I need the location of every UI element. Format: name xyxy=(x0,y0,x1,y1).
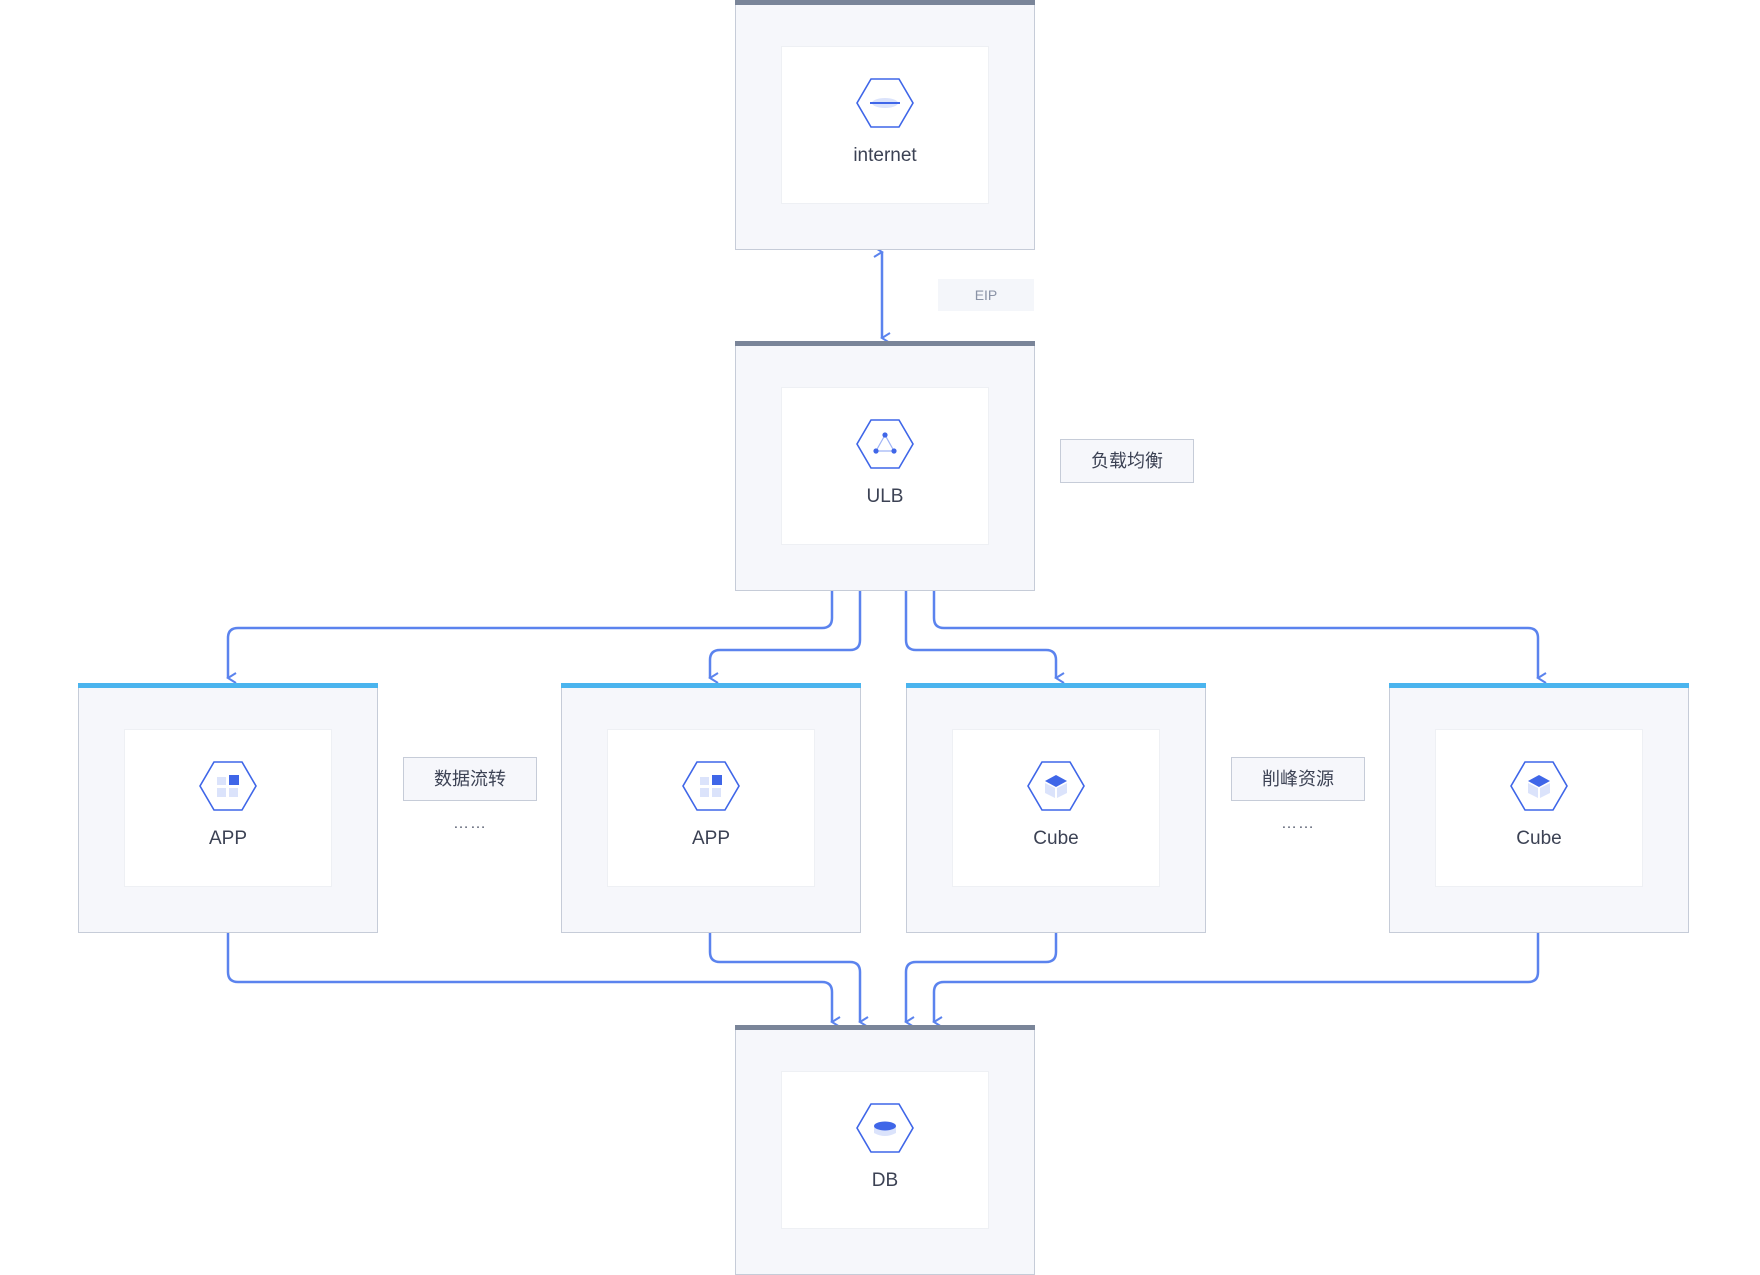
app-grid-icon xyxy=(199,761,257,811)
node-label: Cube xyxy=(1516,828,1562,849)
app-node-2: APP xyxy=(561,683,861,933)
connector-ulb-cube2 xyxy=(932,590,1547,684)
node-topbar xyxy=(561,683,861,688)
node-topbar xyxy=(735,0,1035,5)
connector-cube1-db xyxy=(904,932,1058,1028)
ulb-node: ULB xyxy=(735,341,1035,591)
globe-icon xyxy=(856,78,914,128)
app-grid-icon xyxy=(682,761,740,811)
data-flow-tag: 数据流转 xyxy=(403,757,537,801)
cube-icon xyxy=(1510,761,1568,811)
node-card: DB xyxy=(781,1071,989,1229)
load-balance-tag: 负载均衡 xyxy=(1060,439,1194,483)
node-label: APP xyxy=(208,828,248,849)
node-card: APP xyxy=(607,729,815,887)
ellipsis-right: …… xyxy=(1281,815,1315,832)
connector-ulb-app1 xyxy=(226,590,834,684)
node-label: DB xyxy=(871,1170,899,1191)
connector-app1-db xyxy=(226,932,841,1028)
node-label: ULB xyxy=(866,486,904,507)
node-topbar xyxy=(1389,683,1689,688)
ellipsis-left: …… xyxy=(453,815,487,832)
connector-app2-db xyxy=(708,932,869,1028)
connector-ulb-cube1 xyxy=(904,590,1065,684)
connector-cube2-db xyxy=(932,932,1540,1028)
node-topbar xyxy=(735,341,1035,346)
cube-node-1: Cube xyxy=(906,683,1206,933)
eip-tag: EIP xyxy=(938,279,1034,311)
node-card: internet xyxy=(781,46,989,204)
node-label: Cube xyxy=(1033,828,1079,849)
node-topbar xyxy=(78,683,378,688)
db-node: DB xyxy=(735,1025,1035,1275)
database-icon xyxy=(856,1103,914,1153)
cube-node-2: Cube xyxy=(1389,683,1689,933)
load-balancer-icon xyxy=(856,419,914,469)
node-card: Cube xyxy=(1435,729,1643,887)
node-topbar xyxy=(735,1025,1035,1030)
cube-icon xyxy=(1027,761,1085,811)
node-card: Cube xyxy=(952,729,1160,887)
node-card: APP xyxy=(124,729,332,887)
internet-node: internet xyxy=(735,0,1035,250)
peak-shaving-tag: 削峰资源 xyxy=(1231,757,1365,801)
app-node-1: APP xyxy=(78,683,378,933)
node-label: internet xyxy=(853,145,917,166)
node-card: ULB xyxy=(781,387,989,545)
connector-ulb-app2 xyxy=(708,590,862,684)
node-label: APP xyxy=(691,828,731,849)
node-topbar xyxy=(906,683,1206,688)
